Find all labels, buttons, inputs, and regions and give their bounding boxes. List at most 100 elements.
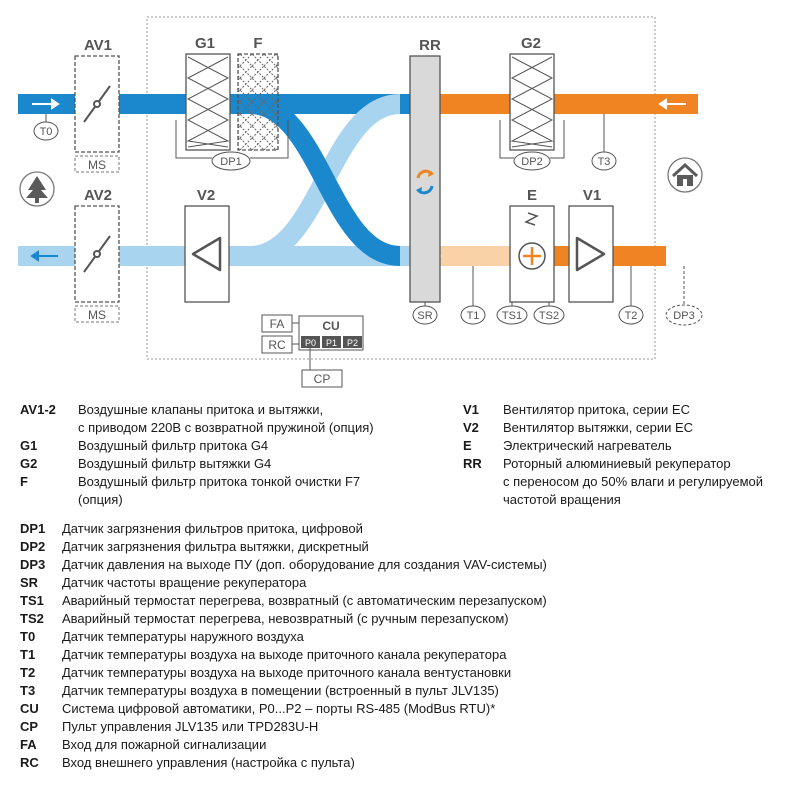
- legend-code: T3: [20, 683, 36, 698]
- label-ms-bottom: MS: [88, 308, 106, 322]
- unit-housing: [146, 16, 656, 360]
- label-fa: FA: [270, 317, 285, 331]
- legend-desc: Система цифровой автоматики, P0...P2 – п…: [62, 701, 496, 716]
- label-cu: CU: [322, 319, 339, 333]
- legend-row-v1: V1 Вентилятор притока, серии EC: [463, 401, 803, 419]
- legend-desc: Аварийный термостат перегрева, невозврат…: [62, 611, 509, 626]
- legend-code: TS1: [20, 593, 44, 608]
- legend-desc: Датчик температуры воздуха на выходе при…: [62, 665, 512, 680]
- sensor-dp1: [211, 151, 251, 171]
- legend-code: E: [463, 438, 472, 453]
- label-av1: AV1: [84, 37, 112, 54]
- flow-arrow-outdoor: [32, 98, 60, 110]
- legend-code: FA: [20, 737, 37, 752]
- legend-code: G2: [20, 456, 38, 471]
- legend-code: CU: [20, 701, 39, 716]
- sensor-t2: [618, 305, 644, 325]
- label-g2: G2: [521, 35, 541, 52]
- legend-code: F: [20, 474, 28, 489]
- legend-desc: Электрический нагреватель: [503, 438, 672, 453]
- legend-row-g2: G2 Воздушный фильтр вытяжки G4: [20, 455, 460, 473]
- label-f: F: [253, 35, 262, 52]
- legend-desc: Воздушные клапаны притока и вытяжки, с п…: [78, 401, 460, 437]
- legend-desc: Воздушный фильтр вытяжки G4: [78, 456, 272, 471]
- legend-code: T1: [20, 647, 36, 662]
- label-dp3: DP3: [673, 310, 694, 322]
- rotor-rr: [409, 55, 441, 303]
- legend-row-t2: T2 Датчик температуры воздуха на выходе п…: [20, 664, 800, 682]
- legend-row-f: F Воздушный фильтр притока тонкой очистк…: [20, 473, 460, 509]
- damper-icon: [83, 85, 111, 123]
- damper-icon: [83, 235, 111, 273]
- sensor-sr: [412, 305, 438, 325]
- legend-row-e: E Электрический нагреватель: [463, 437, 803, 455]
- legend-desc: Датчик загрязнения фильтров притока, циф…: [62, 521, 363, 536]
- legend-desc: Датчик частоты вращение рекуператора: [62, 575, 307, 590]
- label-ms-top: MS: [88, 158, 106, 172]
- legend-code: CP: [20, 719, 39, 734]
- sensor-ts2: [533, 305, 565, 325]
- port-p2: [343, 336, 362, 348]
- legend-desc-line: Воздушные клапаны притока и вытяжки,: [78, 402, 324, 417]
- label-cp: CP: [314, 372, 331, 386]
- legend-row-ts2: TS2 Аварийный термостат перегрева, невозв…: [20, 610, 800, 628]
- flow-arrow-supply-out: [666, 250, 688, 262]
- legend-row-dp2: DP2 Датчик загрязнения фильтра вытяжки, д…: [20, 538, 800, 556]
- legend-desc-line: Роторный алюминиевый рекуператор: [503, 456, 731, 471]
- legend-desc-line: Воздушный фильтр притока тонкой очистки …: [78, 474, 361, 489]
- sensor-ts1: [496, 305, 528, 325]
- label-e: E: [527, 187, 537, 204]
- sensor-t1: [460, 305, 486, 325]
- legend-row-av12: AV1-2 Воздушные клапаны притока и вытяжк…: [20, 401, 460, 437]
- extract-air-duct: [440, 94, 698, 114]
- legend-desc: Аварийный термостат перегрева, возвратны…: [62, 593, 547, 608]
- legend-row-rc: RC Вход внешнего управления (настройка с …: [20, 754, 800, 772]
- label-t0: T0: [40, 126, 53, 138]
- fan-icon: [575, 236, 606, 272]
- flow-arrow-exhaust: [30, 250, 58, 262]
- legend-desc: Датчик загрязнения фильтра вытяжки, диск…: [62, 539, 369, 554]
- legend-code: RC: [20, 755, 39, 770]
- fan-icon: [191, 236, 222, 272]
- legend-desc: Воздушный фильтр притока тонкой очистки …: [78, 473, 460, 509]
- legend-code: SR: [20, 575, 39, 590]
- filter-g2: [509, 53, 555, 151]
- supply-preheated-duct: [440, 246, 510, 266]
- legend-desc: Датчик давления на выходе ПУ (доп. обору…: [62, 557, 547, 572]
- legend-code: DP2: [20, 539, 46, 554]
- filter-f: [237, 53, 279, 151]
- legend-code: T2: [20, 665, 36, 680]
- legend-desc-line: частотой вращения: [503, 492, 621, 507]
- ms-box-top: [74, 155, 120, 173]
- legend-desc-line: (опция): [78, 492, 123, 507]
- label-sr: SR: [417, 310, 432, 322]
- filter-g1: [185, 53, 231, 151]
- legend-row-sr: SR Датчик частоты вращение рекуператора: [20, 574, 800, 592]
- legend-desc: Вход внешнего управления (настройка с пу…: [62, 755, 355, 770]
- legend-desc: Вентилятор притока, серии EC: [503, 402, 690, 417]
- legend-components-left: AV1-2 Воздушные клапаны притока и вытяжк…: [20, 401, 460, 509]
- legend-row-rr: RR Роторный алюминиевый рекуператор с пе…: [463, 455, 803, 509]
- label-g1: G1: [195, 35, 215, 52]
- ms-box-bottom: [74, 305, 120, 323]
- label-p0: P0: [305, 338, 316, 348]
- label-ts1: TS1: [502, 310, 522, 322]
- legend-code: RR: [463, 456, 482, 471]
- legend-code: TS2: [20, 611, 44, 626]
- rotation-icon: [416, 169, 434, 195]
- legend-desc: Вентилятор вытяжки, серии EC: [503, 420, 694, 435]
- legend-code: V1: [463, 402, 479, 417]
- sensor-dp3: [665, 304, 703, 326]
- heater-icon: [518, 242, 546, 270]
- port-p1: [322, 336, 341, 348]
- control-panel-cp: [301, 369, 343, 388]
- tree-icon: [19, 171, 55, 207]
- label-t3: T3: [598, 156, 611, 168]
